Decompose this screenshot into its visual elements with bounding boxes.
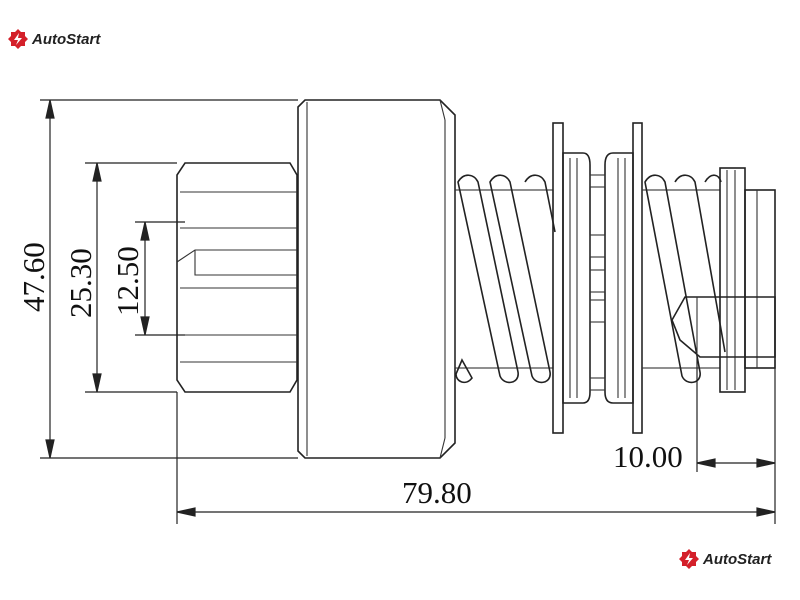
part-outline [176, 99, 776, 459]
brand-logo-top: AutoStart [7, 28, 100, 50]
dim-overall-length: 79.80 [402, 475, 472, 510]
gear-bolt-icon [679, 549, 699, 569]
dimension-lines [40, 99, 776, 524]
brand-name: AutoStart [703, 550, 772, 568]
dim-gear-inner-diameter: 12.50 [110, 246, 145, 316]
dim-overall-diameter: 47.60 [16, 242, 51, 312]
brand-name: AutoStart [32, 30, 101, 48]
dim-shaft-length: 10.00 [613, 439, 683, 474]
brand-logo-bottom: AutoStart [678, 548, 771, 570]
gear-bolt-icon [8, 29, 28, 49]
dim-gear-outer-diameter: 25.30 [63, 248, 98, 318]
